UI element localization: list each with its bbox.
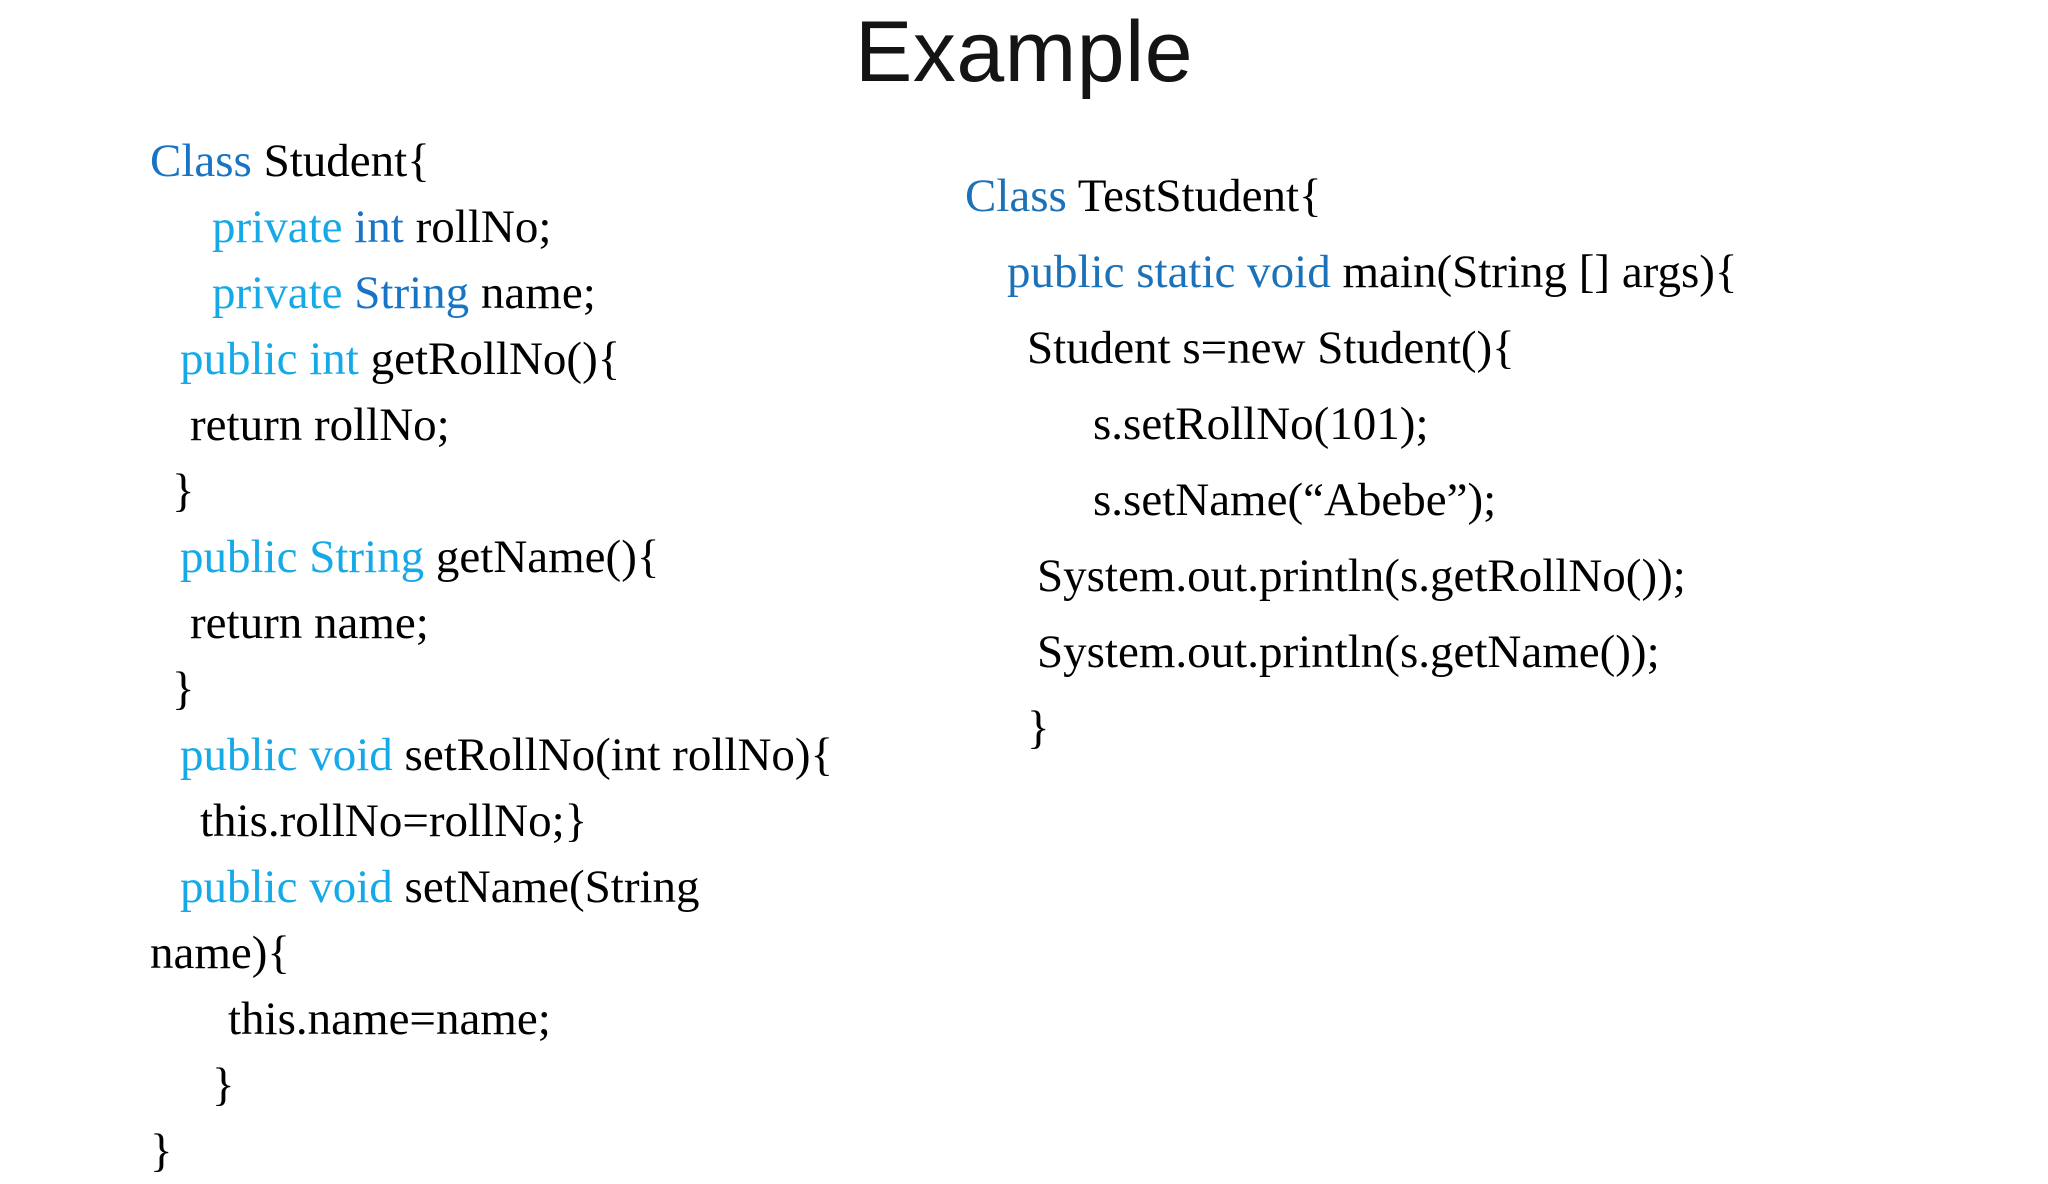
student-code-line: } — [150, 1052, 970, 1118]
teststudent-code-line: } — [965, 690, 1965, 766]
teststudent-code-line: Class TestStudent{ — [965, 158, 1965, 234]
code-text: TestStudent{ — [1077, 170, 1322, 222]
student-code-line: public String getName(){ — [150, 524, 970, 590]
code-text: System.out.println(s.getRollNo()); — [1037, 550, 1686, 602]
teststudent-code-line: s.setName(“Abebe”); — [965, 462, 1965, 538]
code-text: System.out.println(s.getName()); — [1037, 626, 1660, 678]
code-text: Student s=new Student(){ — [1027, 322, 1515, 374]
teststudent-code-line: System.out.println(s.getName()); — [965, 614, 1965, 690]
code-block-student: Class Student{private int rollNo;private… — [150, 128, 970, 1184]
student-code-line: Class Student{ — [150, 128, 970, 194]
code-text: return rollNo; — [190, 399, 450, 451]
code-text: setName(String — [404, 861, 700, 913]
teststudent-code-line: s.setRollNo(101); — [965, 386, 1965, 462]
student-code-line: public int getRollNo(){ — [150, 326, 970, 392]
teststudent-code-line: Student s=new Student(){ — [965, 310, 1965, 386]
code-keyword: int — [309, 333, 371, 385]
student-code-line: return rollNo; — [150, 392, 970, 458]
code-text: main(String [] args){ — [1342, 246, 1738, 298]
student-code-line: private String name; — [150, 260, 970, 326]
code-text: this.name=name; — [228, 993, 551, 1045]
code-keyword: int — [354, 201, 416, 253]
student-code-line: public void setName(String — [150, 854, 970, 920]
code-text: s.setRollNo(101); — [1093, 398, 1429, 450]
code-text: this.rollNo=rollNo;} — [200, 795, 588, 847]
code-block-teststudent: Class TestStudent{public static void mai… — [965, 158, 1965, 766]
code-text: rollNo; — [415, 201, 552, 253]
student-code-line: return name; — [150, 590, 970, 656]
code-keyword: public — [180, 333, 310, 385]
code-text: getRollNo(){ — [370, 333, 621, 385]
code-keyword: public — [180, 861, 310, 913]
student-code-line: public void setRollNo(int rollNo){ — [150, 722, 970, 788]
student-code-line: } — [150, 1118, 970, 1184]
code-keyword: String — [309, 531, 436, 583]
code-keyword: void — [309, 729, 405, 781]
code-text: name; — [480, 267, 596, 319]
code-text: } — [172, 663, 195, 715]
code-text: setRollNo(int rollNo){ — [404, 729, 834, 781]
teststudent-code-line: System.out.println(s.getRollNo()); — [965, 538, 1965, 614]
code-text: } — [212, 1059, 235, 1111]
code-keyword: public static void — [1007, 246, 1343, 298]
code-keyword: Class — [150, 135, 264, 187]
code-keyword: private — [212, 267, 355, 319]
code-keyword: String — [354, 267, 481, 319]
code-keyword: Class — [965, 170, 1078, 222]
code-keyword: public — [180, 531, 310, 583]
page-title: Example — [854, 4, 1194, 100]
teststudent-code-line: public static void main(String [] args){ — [965, 234, 1965, 310]
student-code-line: private int rollNo; — [150, 194, 970, 260]
student-code-line: this.name=name; — [150, 986, 970, 1052]
code-text: getName(){ — [435, 531, 660, 583]
student-code-line: name){ — [150, 920, 970, 986]
code-keyword: public — [180, 729, 310, 781]
code-text: } — [1027, 702, 1050, 754]
student-code-line: } — [150, 458, 970, 524]
code-text: } — [172, 465, 195, 517]
code-text: return name; — [190, 597, 429, 649]
code-text: name){ — [150, 927, 290, 979]
code-keyword: private — [212, 201, 355, 253]
student-code-line: this.rollNo=rollNo;} — [150, 788, 970, 854]
code-keyword: void — [309, 861, 405, 913]
code-text: s.setName(“Abebe”); — [1093, 474, 1497, 526]
code-text: Student{ — [263, 135, 430, 187]
code-text: } — [150, 1125, 173, 1177]
student-code-line: } — [150, 656, 970, 722]
